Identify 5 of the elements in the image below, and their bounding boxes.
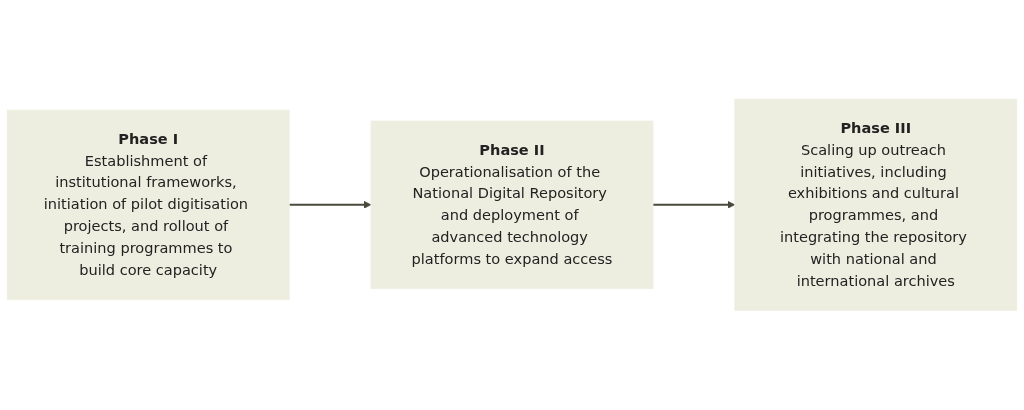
arrow [652,201,736,209]
node-box: Phase I Establishment of institutional frameworks, initiation of pilot digitisation projects, and rollout of training programmes to build core capacity [6,109,290,301]
arrow [288,201,372,209]
node-box: Phase III Scaling up outreach initiatives, including exhibitions and cultural programmes, and integrating the repository with national and international archives [734,99,1018,311]
node-box: Phase II Operationalisation of the National Digital Repository and deployment of advanced technology platforms to expand access [370,120,654,290]
